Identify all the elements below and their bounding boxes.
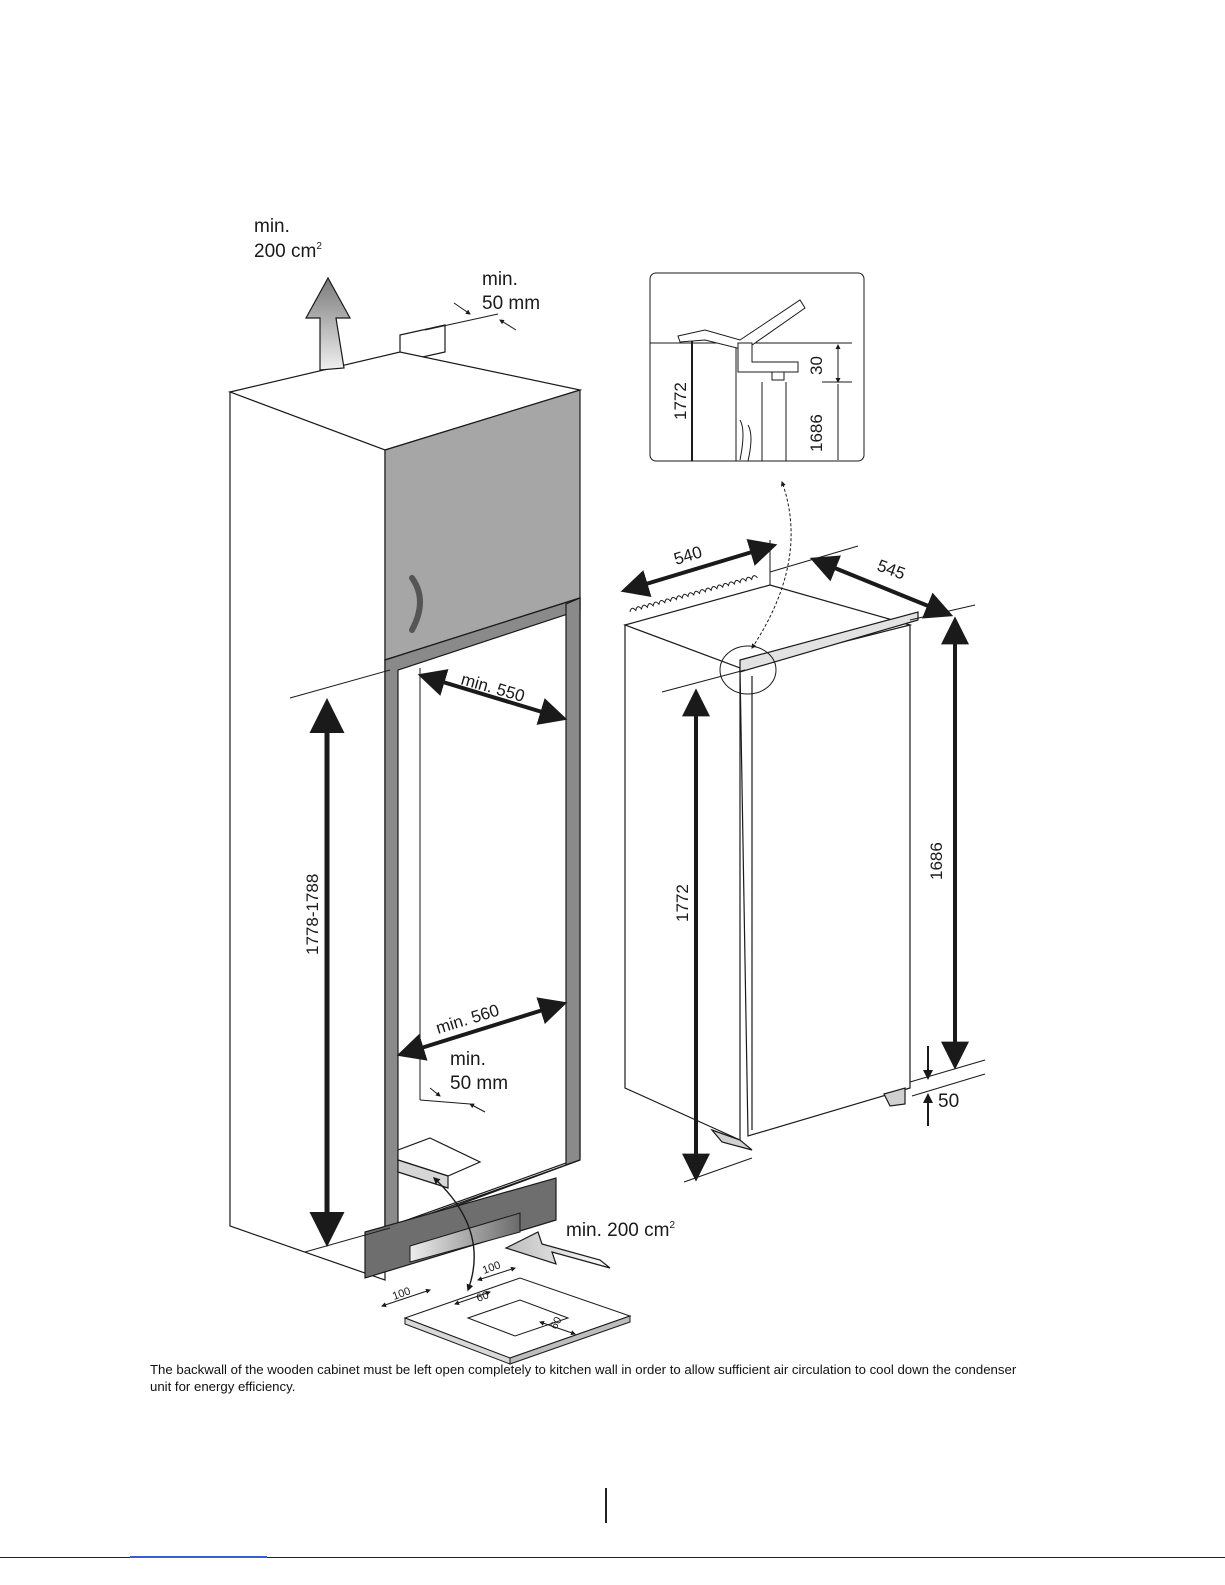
bottom-gap-dimension <box>419 1087 486 1113</box>
kitchen-cabinet <box>227 324 583 1281</box>
door-handle <box>409 575 423 633</box>
plinth-dim-c: 60 <box>475 1289 491 1304</box>
refrigerator-door <box>739 624 911 1137</box>
appliance-height-dimension <box>661 669 753 1183</box>
gap-top-label-line2: 50 mm <box>482 293 540 314</box>
installation-note-line2: unit for energy efficiency. <box>150 1379 296 1394</box>
plinth-dim-b: 100 <box>481 1259 502 1277</box>
detail-gap-label: 30 <box>807 356 826 375</box>
plinth-dim-d: 60 <box>548 1315 565 1332</box>
installation-note-line1: The backwall of the wooden cabinet must … <box>150 1362 1017 1377</box>
appliance-height-label: 1772 <box>673 884 692 922</box>
cabinet-height-dimension <box>289 669 391 1253</box>
cabinet-width-arrow <box>396 997 568 1061</box>
door-height-dimension <box>909 616 986 1126</box>
footer-rule <box>0 1557 1225 1558</box>
detail-circle <box>719 645 777 695</box>
vent-top-label-line2: 200 cm2 <box>254 241 322 262</box>
gap-bottom-label-line1: min. <box>450 1049 486 1070</box>
hinge-detail-inset <box>649 272 865 462</box>
appliance-width-label: 540 <box>672 542 705 568</box>
detail-door-height-label: 1686 <box>807 414 826 452</box>
appliance-depth-dimension <box>769 545 976 621</box>
vent-top-label-line1: min. <box>254 216 290 237</box>
appliance-width-dimension <box>620 539 778 597</box>
cabinet-height-label: 1778-1788 <box>303 874 322 955</box>
top-gap-dimension <box>424 302 517 331</box>
plinth-dim-a: 100 <box>391 1285 412 1303</box>
installation-note: The backwall of the wooden cabinet must … <box>150 1361 1080 1395</box>
detail-link-arrow <box>751 481 792 649</box>
vent-bottom-label: min. 200 cm2 <box>566 1220 675 1241</box>
exhaust-arrow <box>304 276 352 371</box>
gap-top-label-line1: min. <box>482 269 518 290</box>
page-marker <box>605 1488 607 1523</box>
door-height-label: 1686 <box>927 842 946 880</box>
gap-bottom-label-line2: 50 mm <box>450 1073 508 1094</box>
vent-link-arrow <box>432 1177 475 1292</box>
detail-total-height-label: 1772 <box>671 382 690 420</box>
foot-height-label: 50 <box>938 1091 959 1112</box>
plinth-cutout-detail <box>381 1266 632 1365</box>
intake-arrow <box>504 1231 611 1269</box>
footer-link-underline <box>130 1556 267 1558</box>
cabinet-depth-arrow <box>417 669 568 725</box>
appliance-depth-label: 545 <box>875 556 908 584</box>
refrigerator <box>623 584 919 1151</box>
